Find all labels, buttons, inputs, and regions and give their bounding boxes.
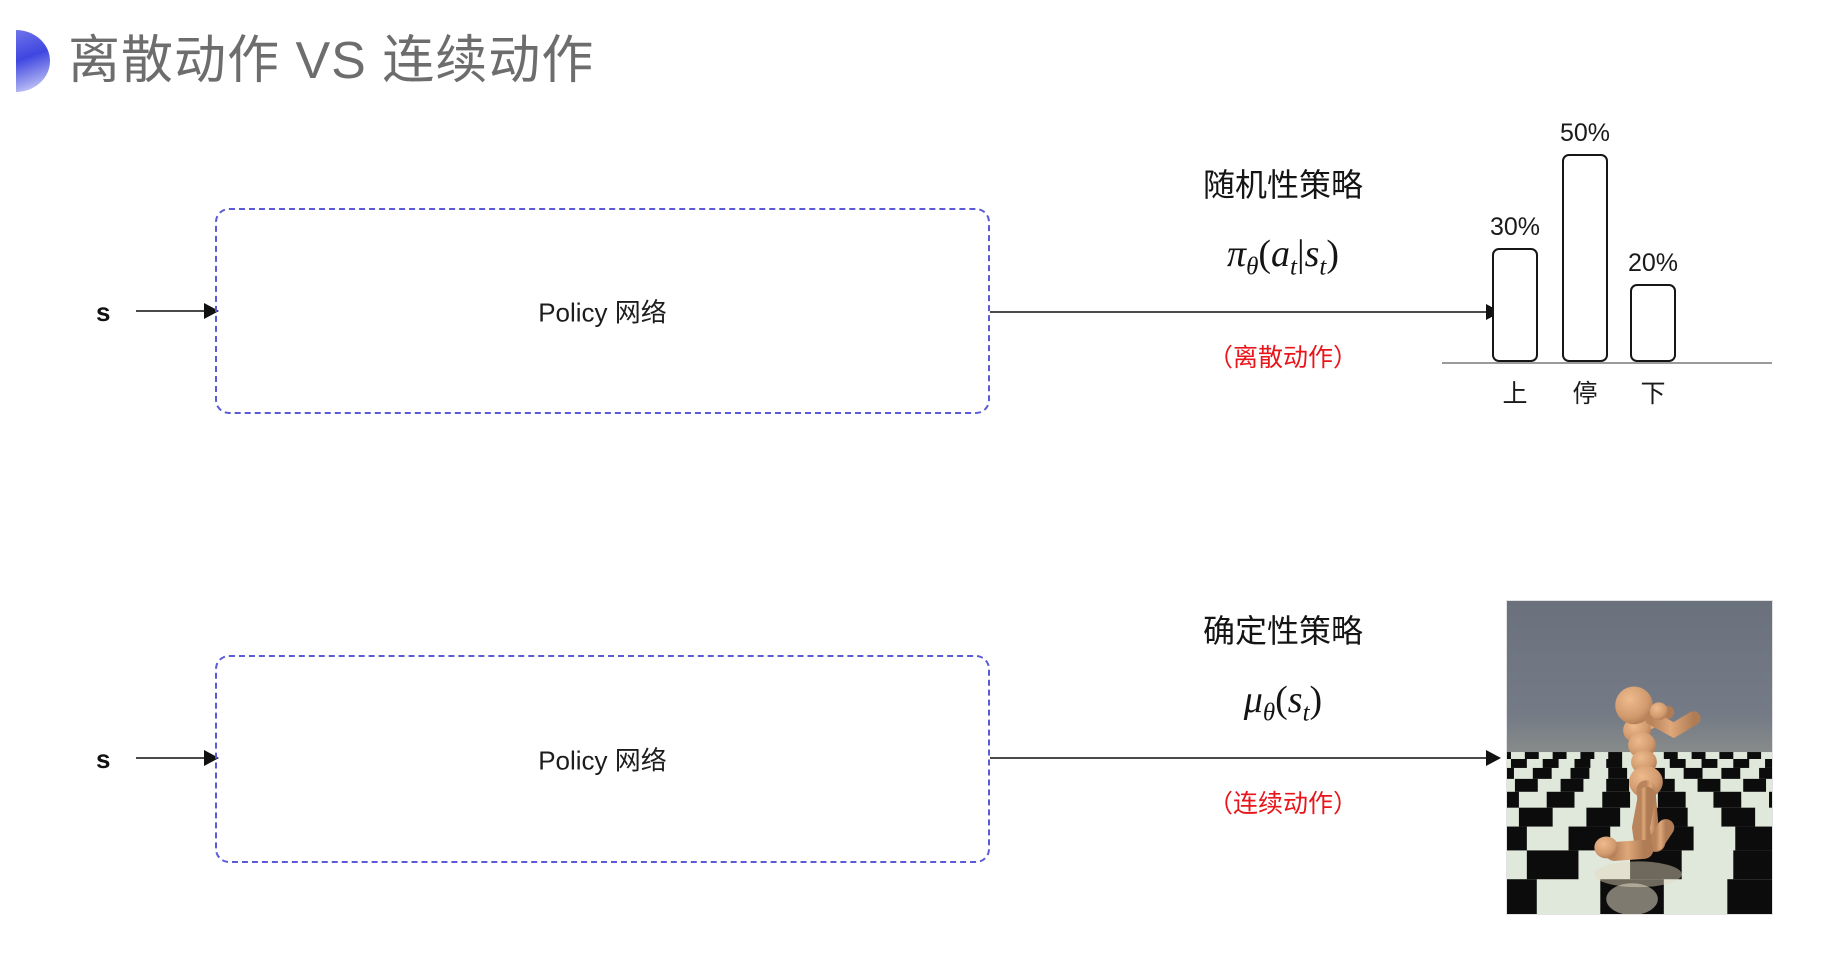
bar-group: 50% 停 bbox=[1560, 119, 1610, 408]
bar-group: 30% 上 bbox=[1490, 213, 1540, 408]
policy-network-box-row2[interactable]: Policy 网络 bbox=[215, 655, 990, 863]
input-arrow-line-row1 bbox=[136, 310, 208, 312]
stochastic-policy-title: 随机性策略 bbox=[1202, 167, 1363, 203]
continuous-action-note: （连续动作） bbox=[1207, 789, 1358, 818]
bar-category-label: 上 bbox=[1502, 380, 1528, 408]
half-circle-bullet-icon bbox=[16, 30, 50, 92]
deterministic-policy-annotation: 确定性策略 μθ(st) （连续动作） bbox=[1103, 606, 1463, 820]
stochastic-policy-formula: πθ(at|st) bbox=[1103, 232, 1463, 282]
state-input-label-row1: s bbox=[96, 297, 111, 327]
humanoid-simulation-image bbox=[1506, 600, 1773, 915]
policy-network-box-row1[interactable]: Policy 网络 bbox=[215, 208, 990, 414]
formula-theta-subscript: θ bbox=[1246, 253, 1259, 281]
deterministic-policy-formula: μθ(st) bbox=[1103, 678, 1463, 728]
stochastic-policy-annotation: 随机性策略 πθ(at|st) （离散动作） bbox=[1103, 160, 1463, 374]
bar-rect[interactable] bbox=[1562, 154, 1608, 362]
bar-value-label: 30% bbox=[1489, 213, 1541, 241]
bar-value-label: 20% bbox=[1627, 249, 1679, 277]
formula-pi-symbol: π bbox=[1227, 233, 1247, 275]
bar-rect[interactable] bbox=[1630, 284, 1676, 362]
formula-mu-symbol: μ bbox=[1243, 679, 1263, 721]
state-input-label-row2: s bbox=[96, 744, 111, 774]
bar-category-label: 停 bbox=[1572, 380, 1598, 408]
action-probability-bar-chart: 30% 上 50% 停 20% 下 bbox=[1442, 110, 1820, 410]
formula-theta-subscript: θ bbox=[1262, 699, 1276, 727]
output-arrow-head-row2 bbox=[1486, 750, 1501, 766]
policy-network-label-row2: Policy 网络 bbox=[538, 745, 667, 776]
formula-open-paren: ( bbox=[1275, 679, 1288, 721]
humanoid-scene-graphic bbox=[1507, 601, 1772, 914]
discrete-action-note: （离散动作） bbox=[1207, 343, 1358, 372]
formula-open-paren: ( bbox=[1258, 233, 1271, 275]
formula-close-paren: ) bbox=[1309, 679, 1323, 721]
formula-action-subscript: t bbox=[1290, 253, 1297, 281]
bar-group: 20% 下 bbox=[1628, 249, 1678, 408]
bar-value-label: 50% bbox=[1559, 119, 1611, 147]
deterministic-policy-title: 确定性策略 bbox=[1202, 613, 1363, 649]
formula-state-subscript: t bbox=[1302, 699, 1310, 727]
formula-state-symbol: s bbox=[1287, 679, 1303, 721]
policy-network-label-row1: Policy 网络 bbox=[538, 297, 667, 328]
output-arrow-line-row1 bbox=[990, 311, 1490, 313]
formula-action-symbol: a bbox=[1271, 233, 1290, 275]
formula-close-paren: ) bbox=[1326, 233, 1339, 275]
input-arrow-line-row2 bbox=[136, 757, 208, 759]
page-title: 离散动作 VS 连续动作 bbox=[68, 32, 595, 90]
bar-category-label: 下 bbox=[1640, 380, 1666, 408]
formula-state-subscript: t bbox=[1319, 253, 1327, 281]
formula-state-symbol: s bbox=[1304, 233, 1320, 275]
chart-baseline-axis bbox=[1442, 362, 1772, 364]
formula-conditional-bar: | bbox=[1296, 233, 1305, 275]
output-arrow-line-row2 bbox=[990, 757, 1490, 759]
bar-rect[interactable] bbox=[1492, 248, 1538, 362]
